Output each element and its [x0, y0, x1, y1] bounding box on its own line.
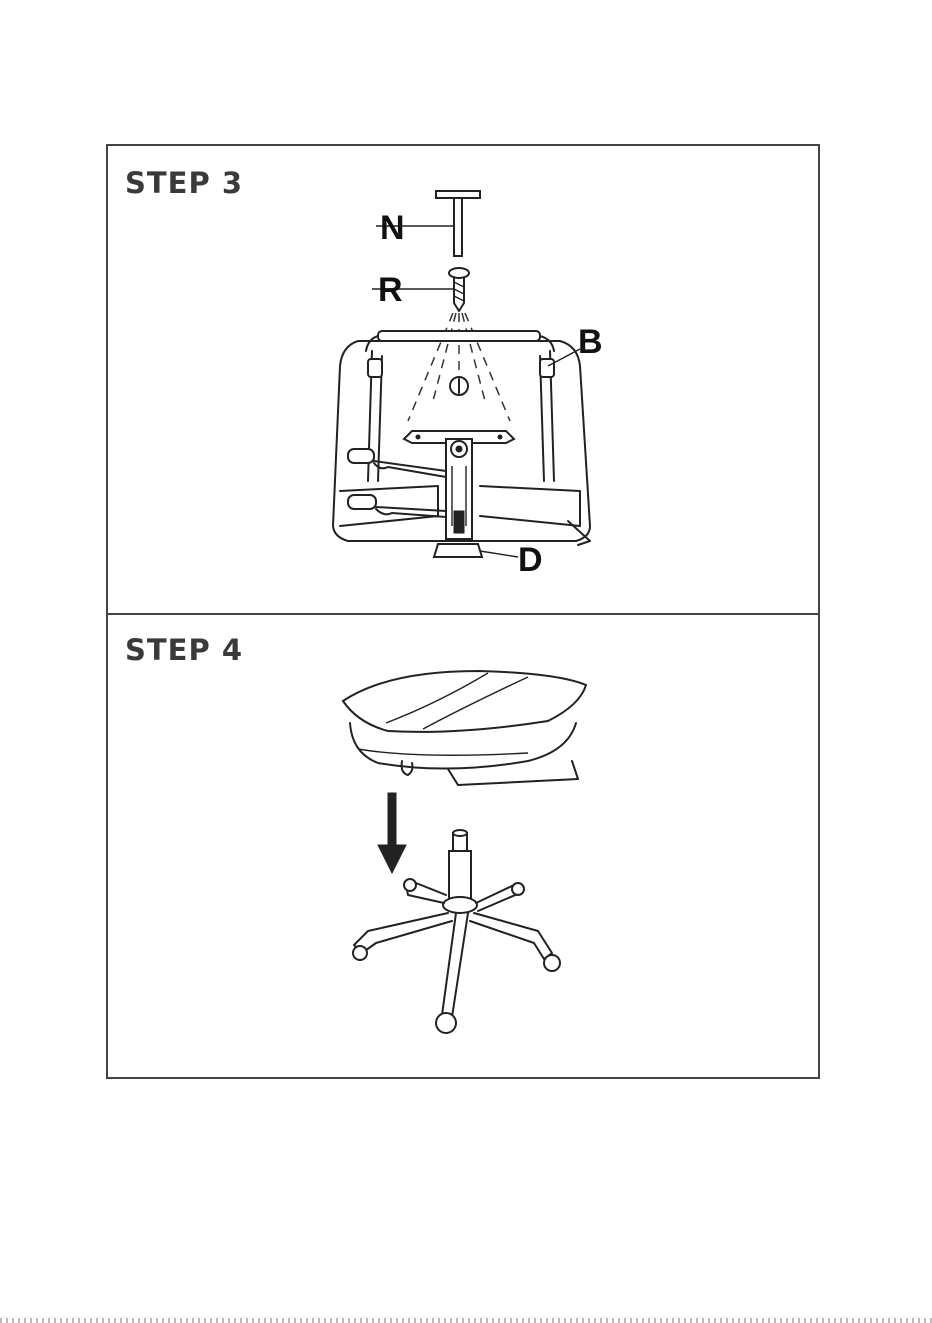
- step-3-panel: STEP 3 N R: [108, 146, 818, 615]
- manual-page-frame: STEP 3 N R: [106, 144, 820, 1079]
- seat-onto-base-icon: [328, 663, 598, 1053]
- step-3-heading: STEP 3: [125, 166, 243, 200]
- seat-underside-mechanism-icon: N R: [328, 181, 628, 591]
- step-4-panel: STEP 4: [108, 613, 818, 1079]
- down-arrow-icon: [378, 793, 406, 873]
- callout-n: N: [380, 209, 405, 247]
- callout-d: D: [518, 541, 543, 579]
- chair-base-icon: [353, 830, 560, 1033]
- seat-cushion-icon: [343, 671, 586, 785]
- callout-b: B: [578, 323, 603, 361]
- seat-body-icon: [333, 331, 590, 557]
- step-4-heading: STEP 4: [125, 633, 243, 667]
- page-footer-strip: [0, 1318, 932, 1323]
- alignment-guides: [408, 313, 510, 421]
- callout-r: R: [378, 271, 403, 309]
